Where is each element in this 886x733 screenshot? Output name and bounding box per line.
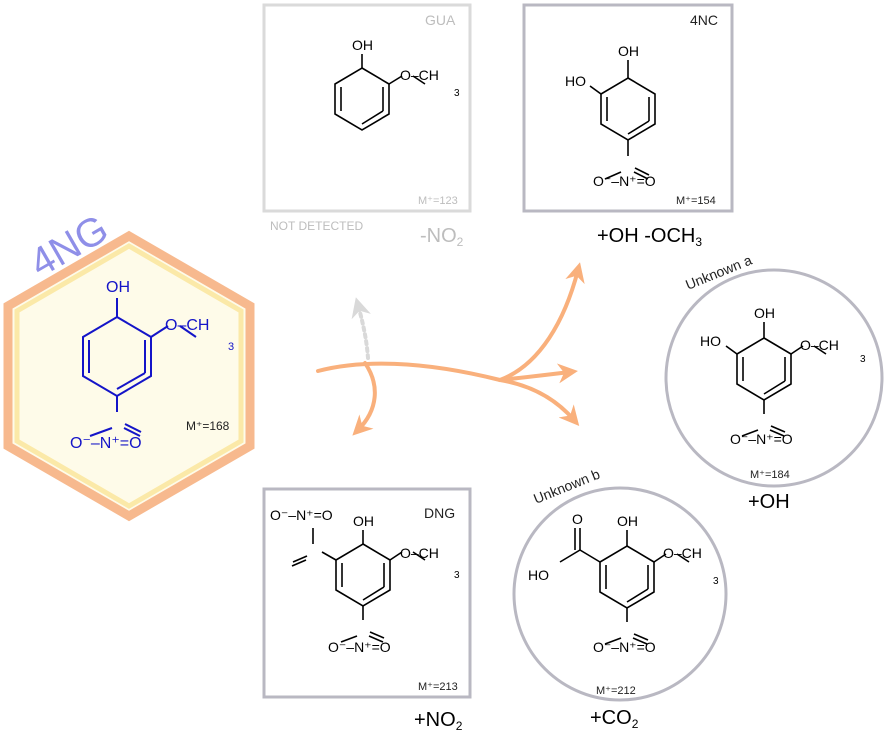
- gua-box: [262, 3, 472, 213]
- unknown-b-oh-label: OH: [617, 513, 638, 529]
- dng-name: DNG: [424, 505, 455, 521]
- 4nc-structure: [589, 60, 656, 180]
- gua-mass: M⁺=123: [418, 195, 458, 207]
- gua-structure: [334, 54, 426, 131]
- dng-structure: [291, 528, 426, 643]
- dng-och3-subscript: 3: [454, 570, 460, 581]
- parent-och3-subscript: 3: [228, 341, 234, 353]
- unknown-a-no2-label: O⁻–N⁺=O: [730, 431, 793, 447]
- unknown-a-oh-label: OH: [754, 305, 775, 321]
- unknown-b-change: +CO2: [590, 707, 639, 731]
- parent-och3-label: O–CH: [165, 317, 209, 334]
- dng-mass: M⁺=213: [418, 681, 458, 693]
- unknown-b-och3-subscript: 3: [713, 576, 719, 587]
- 4nc-change: +OH -OCH3: [597, 225, 702, 249]
- gua-och3-label: O–CH: [400, 67, 439, 83]
- parent-structure: [82, 298, 197, 437]
- gua-oh-label: OH: [352, 37, 373, 53]
- arrow-to-dng: [352, 361, 377, 436]
- dng-no2-top-label: O⁻–N⁺=O: [270, 507, 333, 523]
- dng-change: +NO2: [414, 709, 463, 733]
- product-unknown-a: Unknown a OH HO O–CH 3 O⁻–N⁺=O M⁺=184 +O…: [664, 252, 884, 513]
- arrow-to-gua: [351, 297, 371, 360]
- parent-hexagon-inner: [14, 243, 244, 509]
- product-dng: DNG OH O–CH 3 O⁻–N⁺=O O⁻–N⁺=O M⁺=213 +NO…: [262, 487, 472, 733]
- unknown-a-circle: [664, 268, 884, 488]
- arrow-to-unknown-b: [498, 378, 580, 427]
- unknown-b-circle: [512, 486, 728, 702]
- unknown-b-carbonyl-label: O: [572, 511, 583, 527]
- arrow-main-stem: [316, 361, 502, 382]
- gua-change: -NO2: [420, 225, 464, 249]
- unknown-b-ho-label: HO: [528, 567, 549, 583]
- dng-oh-label: OH: [353, 513, 374, 529]
- product-4nc: 4NC OH HO O⁻–N⁺=O M⁺=154 +OH -OCH3: [522, 3, 734, 249]
- product-gua: GUA OH O–CH 3 M⁺=123 NOT DETECTED -NO2: [262, 3, 472, 249]
- dng-box: [262, 487, 472, 699]
- parent-4ng: 4NG OH O–CH 3 O⁻–N⁺=O M⁺=168: [3, 207, 255, 522]
- unknown-a-change: +OH: [748, 491, 790, 513]
- parent-hexagon-outer: [3, 230, 255, 522]
- unknown-a-ho-label: HO: [700, 333, 721, 349]
- 4nc-ho-label: HO: [565, 73, 586, 89]
- 4nc-oh-label: OH: [618, 43, 639, 59]
- dng-och3-label: O–CH: [400, 545, 439, 561]
- unknown-a-och3-label: O–CH: [800, 337, 839, 353]
- unknown-b-structure: [559, 528, 690, 645]
- 4nc-box: [522, 3, 734, 213]
- 4nc-no2-label: O⁻–N⁺=O: [593, 173, 656, 189]
- unknown-a-och3-subscript: 3: [860, 354, 866, 365]
- unknown-a-mass: M⁺=184: [750, 469, 790, 481]
- dng-no2-bottom-label: O⁻–N⁺=O: [328, 639, 391, 655]
- parent-oh-label: OH: [106, 279, 130, 296]
- parent-mass: M⁺=168: [186, 419, 230, 433]
- 4nc-name: 4NC: [690, 12, 718, 28]
- product-unknown-b: Unknown b OH O HO O–CH 3 O⁻–N⁺=O M⁺=212 …: [512, 466, 728, 731]
- unknown-a-structure: [725, 322, 827, 437]
- unknown-b-mass: M⁺=212: [596, 685, 636, 697]
- unknown-b-och3-label: O–CH: [663, 545, 702, 561]
- gua-name: GUA: [425, 12, 456, 28]
- arrow-to-4nc: [498, 262, 585, 382]
- reaction-arrows: [316, 262, 585, 436]
- gua-och3-subscript: 3: [454, 88, 460, 99]
- parent-no2-label: O⁻–N⁺=O: [70, 435, 142, 452]
- unknown-b-no2-label: O⁻–N⁺=O: [593, 639, 656, 655]
- gua-status: NOT DETECTED: [270, 219, 363, 233]
- 4nc-mass: M⁺=154: [676, 195, 716, 207]
